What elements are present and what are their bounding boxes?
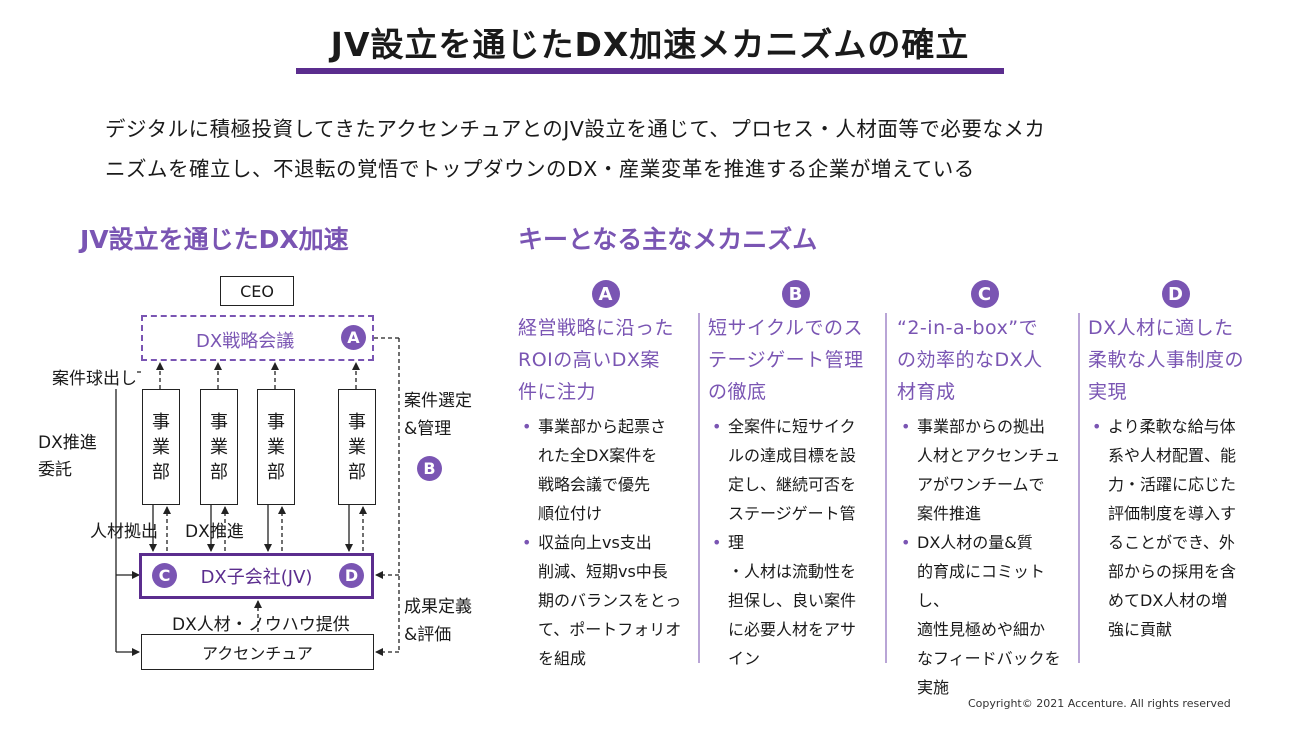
mechanism-b-note: ・人材は流動性を 担保し、良い案件 に必要人材をアサ イン (728, 562, 857, 668)
outcome-label-2: &評価 (404, 625, 452, 645)
mechanism-a-bullet-2: 収益向上vs支出 削減、短期vs中長 期のバランスをとっ て、ポートフォリオ を… (518, 528, 693, 673)
dx-subsidiary-label: DX子会社(JV) (200, 567, 313, 588)
case-selection-label-1: 案件選定 (404, 391, 472, 411)
dx-promotion-label-1: DX推進 (38, 433, 97, 453)
mechanism-b-bullet-2: 理 (708, 528, 883, 557)
ceo-label: CEO (240, 281, 274, 301)
mechanism-c-bullet-2: DX人材の量&質 的育成にコミットし、 適性見極めや細か なフィードバックを 実… (897, 528, 1072, 702)
lead-line-1: デジタルに積極投資してきたアクセンチュアとのJV設立を通じて、プロセス・人材面等… (105, 117, 1046, 141)
mechanism-d-badge: D (1161, 280, 1190, 308)
mechanism-d-bullet-1: より柔軟な給与体 系や人材配置、能 力・活躍に応じた 評価制度を導入す ることが… (1088, 412, 1263, 644)
business-unit-4: 事 業 部 (338, 389, 376, 505)
mechanism-c-bullet-1: 事業部からの拠出 人材とアクセンチュ アがワンチームで 案件推進 (897, 412, 1072, 528)
mechanism-column-c: C “2-in-a-box”で の効率的なDX人 材育成 事業部からの拠出 人材… (897, 280, 1072, 702)
lead-line-2: ニズムを確立し、不退転の覚悟でトップダウンのDX・産業変革を推進する企業が増えて… (105, 157, 975, 181)
case-pitch-label: 案件球出し (52, 364, 137, 389)
dx-promotion-label-2: 委託 (38, 460, 72, 480)
business-unit-1: 事 業 部 (142, 389, 180, 505)
mechanism-b-title: 短サイクルでのス テージゲート管理 の徹底 (708, 317, 864, 403)
mechanism-c-badge: C (970, 280, 999, 308)
left-section-heading: JV設立を通じたDX加速 (80, 225, 349, 254)
mechanism-b-badge: B (781, 280, 810, 308)
marker-c: C (152, 563, 177, 588)
mechanism-column-a: A 経営戦略に沿った ROIの高いDX案 件に注力 事業部から起票さ れた全DX… (518, 280, 693, 673)
mechanism-a-title: 経営戦略に沿った ROIの高いDX案 件に注力 (518, 317, 675, 403)
dx-promote-label: DX推進 (185, 522, 244, 542)
mechanism-column-b: B 短サイクルでのス テージゲート管理 の徹底 全案件に短サイク ルの達成目標を… (708, 280, 883, 673)
accenture-label: アクセンチュア (202, 644, 313, 663)
ceo-box: CEO (220, 276, 294, 306)
strategy-meeting-label: DX戦略会議 (196, 331, 295, 352)
case-selection-label-2: &管理 (404, 419, 452, 439)
page-title: JV設立を通じたDX加速メカニズムの確立 (330, 25, 970, 64)
column-divider-3 (1078, 313, 1080, 663)
mechanism-d-title: DX人材に適した 柔軟な人事制度の 実現 (1088, 317, 1245, 403)
marker-b: B (417, 456, 442, 481)
dx-subsidiary-box: DX子会社(JV) (139, 553, 374, 599)
business-unit-3: 事 業 部 (257, 389, 295, 505)
mechanism-a-badge: A (591, 280, 620, 308)
mechanism-c-title: “2-in-a-box”で の効率的なDX人 材育成 (897, 317, 1043, 403)
talent-dispatch-label: 人材拠出 (90, 522, 158, 542)
outcome-label-1: 成果定義 (404, 597, 472, 617)
business-unit-2: 事 業 部 (200, 389, 238, 505)
column-divider-1 (698, 313, 700, 663)
copyright-notice: Copyright© 2021 Accenture. All rights re… (968, 697, 1231, 710)
mechanism-column-d: D DX人材に適した 柔軟な人事制度の 実現 より柔軟な給与体 系や人材配置、能… (1088, 280, 1263, 644)
title-underline (296, 68, 1004, 74)
accenture-box: アクセンチュア (141, 634, 374, 670)
talent-knowhow-label: DX人材・ノウハウ提供 (172, 615, 350, 635)
right-section-heading: キーとなる主なメカニズム (518, 225, 818, 254)
column-divider-2 (885, 313, 887, 663)
marker-d: D (339, 563, 364, 588)
strategy-meeting-box (141, 315, 374, 361)
mechanism-a-bullet-1: 事業部から起票さ れた全DX案件を 戦略会議で優先 順位付け (518, 412, 693, 528)
marker-a: A (341, 325, 366, 350)
mechanism-b-bullet-1: 全案件に短サイク ルの達成目標を設 定し、継続可否を ステージゲート管 (708, 412, 883, 528)
